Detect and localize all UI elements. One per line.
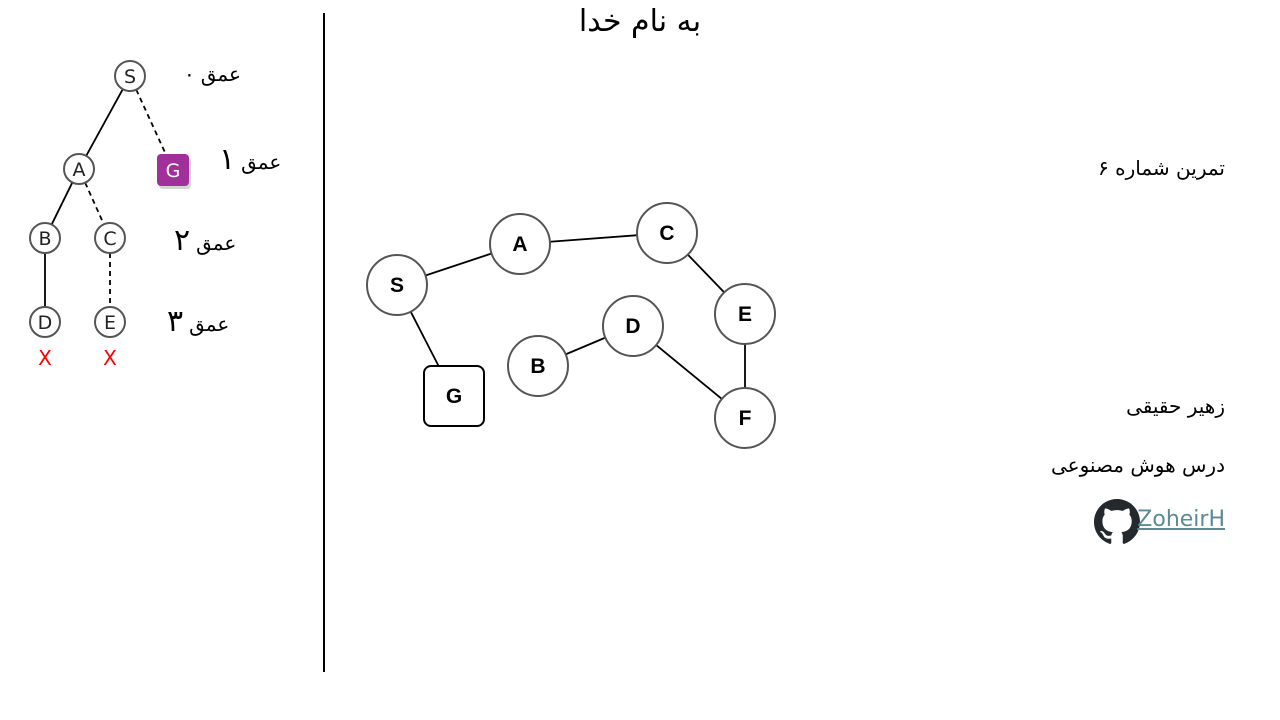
github-link[interactable]: ZoheirH <box>1137 507 1225 532</box>
exercise-title: تمرین شماره ۶ <box>1098 156 1225 180</box>
tree-node-label-C: C <box>103 228 116 250</box>
depth-word-2: عمق <box>196 231 237 255</box>
tree-node-C <box>94 222 126 254</box>
graph-node-label-A: A <box>512 233 527 256</box>
depth-number-3: ۳ <box>167 304 184 339</box>
graph-node-label-F: F <box>739 407 752 430</box>
tree-node-label-A: A <box>73 159 86 181</box>
graph-node-S <box>366 254 428 316</box>
depth-word-1: عمق <box>241 150 282 174</box>
tree-edge-S-G <box>135 89 167 155</box>
depth-label-1: عمق۱ <box>219 142 281 177</box>
tree-node-label-G: G <box>166 160 181 182</box>
graph-edge-S-A <box>425 252 492 277</box>
graph-node-E <box>714 283 776 345</box>
tree-edge-A-C <box>84 182 105 225</box>
depth-label-2: عمق۲ <box>174 223 236 258</box>
graph-node-D <box>602 295 664 357</box>
tree-node-A <box>63 153 95 185</box>
tree-node-label-D: D <box>38 312 53 334</box>
tree-node-S <box>114 60 146 92</box>
graph-edge-D-F <box>655 344 723 400</box>
tree-edge-A-B <box>50 182 74 225</box>
tree-node-label-E: E <box>104 312 116 334</box>
graph-edge-C-E <box>687 253 725 294</box>
tree-node-D <box>29 306 61 338</box>
graph-node-label-S: S <box>390 274 404 297</box>
depth-word-0: عمق <box>200 62 241 86</box>
graph-node-label-D: D <box>625 315 640 338</box>
tree-node-label-B: B <box>38 228 51 250</box>
graph-edge-B-D <box>565 336 606 356</box>
graph-node-label-B: B <box>530 355 545 378</box>
graph-edge-A-C <box>549 234 638 243</box>
tree-node-E <box>94 306 126 338</box>
depth-label-0: عمق۰ <box>184 62 241 86</box>
tree-node-label-S: S <box>124 66 136 88</box>
slide-title: به نام خدا <box>578 4 702 39</box>
pruned-mark-D: X <box>38 346 52 370</box>
graph-node-label-C: C <box>659 222 674 245</box>
depth-label-3: عمق۳ <box>167 304 229 339</box>
github-icon[interactable] <box>1094 499 1140 545</box>
tree-node-B <box>29 222 61 254</box>
graph-node-F <box>714 387 776 449</box>
tree-edge-S-A <box>85 88 124 157</box>
graph-node-C <box>636 202 698 264</box>
depth-number-1: ۱ <box>219 142 236 177</box>
author-name: زهیر حقیقی <box>1126 394 1225 418</box>
graph-node-label-E: E <box>738 303 752 326</box>
graph-edge-S-G <box>409 311 440 367</box>
depth-number-2: ۲ <box>174 223 191 258</box>
course-name: درس هوش مصنوعی <box>1050 453 1225 477</box>
graph-node-label-G: G <box>446 385 462 408</box>
graph-node-B <box>507 335 569 397</box>
graph-node-A <box>489 213 551 275</box>
pruned-mark-E: X <box>103 346 117 370</box>
depth-number-0: ۰ <box>184 62 195 86</box>
depth-word-3: عمق <box>189 312 230 336</box>
graph-node-G <box>423 365 485 427</box>
tree-node-goal-G <box>157 154 189 186</box>
